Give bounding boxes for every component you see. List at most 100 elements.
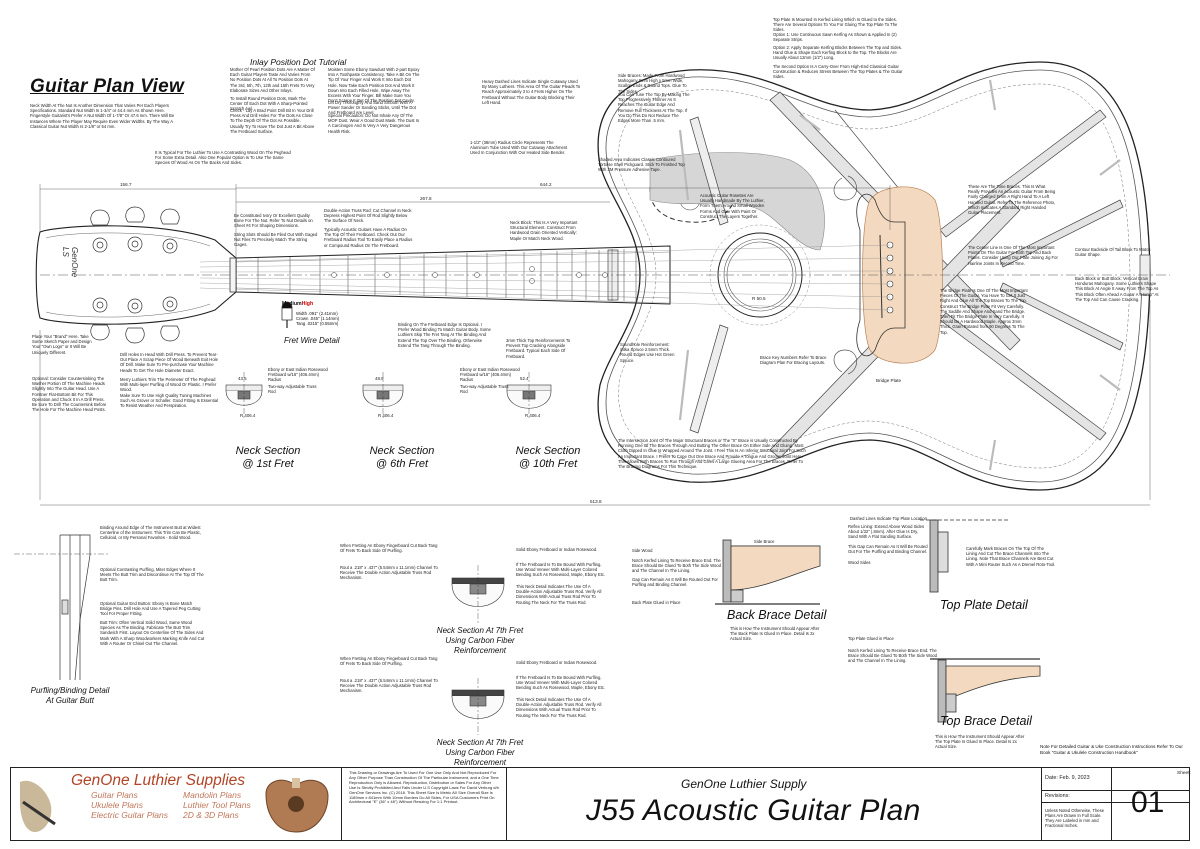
note-headstock-grain: It Is Typical For The Luthier To Use A C…: [155, 150, 291, 166]
note-shaded-area: Shaded Area Indicates Classic Contoured …: [598, 157, 685, 173]
plans-col2: Mandolin Plans Luthier Tool Plans 2D & 3…: [183, 790, 251, 820]
handbook-note: Note For Detailed Guitar & Uke Construct…: [1040, 744, 1183, 755]
note-thin-mm: 3mm Thick Top Reinforcements To Prevent …: [506, 338, 571, 359]
note-purfling-7th: If The Fretboard Is To Be Bound With Pur…: [516, 562, 606, 578]
neck-10th-title: Neck Section @ 10th Fret: [515, 445, 581, 470]
note-guitar-end: Optional Guitar End Button: Ebony Is Bon…: [100, 601, 201, 617]
fret-wire-title: Fret Wire Detail: [284, 336, 340, 345]
note-neck-block: Neck Block: This Is A Very Important Str…: [510, 220, 578, 241]
fret-wire-grade: MediumHigh: [282, 301, 313, 307]
fret-spec-crown: Crown .045" (1.14mm): [296, 316, 340, 321]
note-glue: Moisten Some Ebony Sawdust With 2-part E…: [328, 67, 420, 104]
note-merry-luthiers: Merry Luthiers Trim The Perimeter Of The…: [120, 377, 217, 393]
headstock: [35, 225, 237, 325]
note-truss-1: Two-way Adjustable Truss Rod: [268, 384, 317, 395]
note-purfling-7th-b: If The Fretboard Is To Be Bound With Pur…: [516, 675, 606, 691]
note-rosettes: Acoustic Guitar Rosettes Are Usually Han…: [700, 193, 765, 219]
note-string-slots: String Slots Should Be Filed Out With Ga…: [234, 232, 318, 248]
dim-radius-10th: R 406.4: [525, 413, 541, 418]
plans-electric: Electric Guitar Plans: [91, 810, 168, 820]
plan-name: J55 Acoustic Guitar Plan: [586, 794, 921, 827]
grade-medium: Medium: [282, 301, 302, 307]
note-special-precaution: Special Precaution: Do Not Inhale Any Of…: [328, 113, 420, 134]
note-turn-top: You Can Tune The Top By Making The Top P…: [618, 92, 690, 124]
neck-section-7th-a: [451, 565, 505, 625]
note-top-option1: Option 1: Use Continuous Sawn Kerfing As…: [773, 32, 897, 43]
note-back-plate-glued: Back Plate Glued in Place: [632, 600, 681, 605]
brand-logo-art: [20, 780, 56, 832]
bridge-plate-label: Bridge Plate: [876, 378, 902, 383]
dim-width-1st: 43.5: [238, 376, 247, 381]
note-solid-ebony-b: Solid Ebony Fretboard or Indian Rosewood…: [516, 660, 598, 665]
note-top-appear: This is How The Instrument Should Appear…: [935, 734, 1025, 750]
fret-spec-width: Width .091" (2.41mm): [296, 311, 338, 316]
note-ebony-2: Ebony or East Indian Rosewood Fretboard …: [460, 367, 520, 383]
purfling-title: Purfling/Binding Detail At Guitar Butt: [30, 686, 110, 705]
plans-guitar: Guitar Plans: [91, 790, 138, 800]
dim-scale: 644.2: [540, 182, 552, 187]
neck-section-1st: [225, 372, 263, 420]
note-fretboard-7th-b: When Fretting An Ebony Fingerboard Cut B…: [340, 656, 438, 667]
legal-notice: This Drawing or Drawings Are To Used For…: [349, 770, 499, 805]
neck-1st-title: Neck Section @ 1st Fret: [235, 445, 301, 470]
note-router-channel: Rout a .218" x .437" (5.54mm x 11.1mm) C…: [340, 565, 438, 581]
headstock-logo: GenOne LS: [61, 247, 79, 278]
note-place-brand: Place Your "Brand" Here. Take Some Sketc…: [32, 334, 92, 355]
note-tuning-machines: Make Sure To Use High Quality Tuning Mac…: [120, 393, 218, 409]
note-radius-circle: 1-1/2" (38mm) Radius Circle Represents T…: [470, 140, 568, 156]
supply-name: GenOne Luthier Supply: [681, 777, 807, 791]
note-bone-nut: Be Constituted Ivory Or Excellent Qualit…: [234, 213, 313, 229]
inlay-tutorial-title: Inlay Position Dot Tutorial: [250, 57, 347, 67]
neck-section-6th: [362, 372, 404, 420]
product-photo: [265, 778, 329, 833]
note-fret-radius: Typically Acoustic Guitars Have A Radius…: [324, 227, 413, 248]
note-router-channel-b: Rout a .218" x .437" (5.54mm x 11.1mm) C…: [340, 678, 438, 694]
note-notch-kerfed: Notch Kerfed Lining To Receive Brace End…: [632, 558, 721, 574]
top-brace-title: Top Brace Detail: [940, 714, 1032, 728]
note-x-brace: The Intersection Joint Of The Major Stru…: [618, 438, 806, 470]
sheet-label: Sheet:: [1177, 771, 1191, 776]
note-install-dots: To Install Round Position Dots, Mark The…: [230, 96, 308, 112]
note-top-plate-glued: Top Plate Glued in Place: [848, 636, 894, 641]
note-tone-braces: These Are The Tone Braces. This Is What …: [968, 184, 1056, 216]
note-tail-block: Contour Backside Of Tail Block To Match …: [1075, 247, 1151, 258]
note-binding-fretboard: Binding On The Fretboard Edge Is Optiona…: [398, 322, 491, 348]
note-reflex-lining: Reflex Lining: Extend Above Wood Sides A…: [848, 524, 925, 540]
neck-section-7th-b: [451, 678, 505, 735]
revisions-label: Revisions:: [1045, 793, 1070, 799]
note-fretboard-7th: When Fretting An Ebony Fingerboard Cut B…: [340, 543, 438, 554]
note-dashed-lines: Dashed Lines Indicate Top Plate Location: [850, 516, 927, 521]
plan-date: Date: Feb. 9, 2023: [1045, 775, 1090, 781]
dim-radius-1st: R 406.4: [240, 413, 256, 418]
neck-7th-a-title: Neck Section At 7th Fret Using Carbon Fi…: [436, 626, 524, 655]
note-solid-ebony: Solid Ebony Fretboard or Indian Rosewood…: [516, 547, 598, 552]
plans-luthier-tool: Luthier Tool Plans: [183, 800, 251, 810]
back-brace-detail: [715, 539, 821, 605]
dim-width-10th: 52.4: [520, 376, 529, 381]
note-mother-of-pearl: Mother Of Pearl Position Dots Are A Matt…: [230, 67, 315, 93]
note-brace-key: Brace Key Numbers Refer To Brace Diagram…: [760, 355, 827, 366]
note-drill-bit: Check - Lay A Brad Point Drill Bit In Yo…: [230, 108, 315, 134]
dim-width-6th: 48.8: [375, 376, 384, 381]
note-instrument-appear: This is How The Instrument Should Appear…: [730, 626, 820, 642]
note-butt-trim: Butt Trim: Often Vertical Solid Wood, Sa…: [100, 620, 205, 646]
note-gap-remain: Gap Can Remain As It Will Be Routed Out …: [632, 577, 718, 588]
neck-6th-title: Neck Section @ 6th Fret: [369, 445, 435, 470]
neck-7th-b-title: Neck Section At 7th Fret Using Carbon Fi…: [436, 738, 524, 767]
plans-ukulele: Ukulele Plans: [91, 800, 143, 810]
grade-high: High: [301, 301, 314, 307]
note-notch-kerfed-top: Notch Kerfed Lining To Receive Brace End…: [848, 648, 937, 664]
top-plate-detail: [920, 519, 1010, 593]
note-soundhole-reinforcement: Soundhole Reinforcement: Sitka Spruce 2.…: [620, 342, 675, 363]
page-title: Guitar Plan View: [30, 76, 185, 97]
note-drill-holes: Drill Holes In Head With Drill Press. To…: [120, 352, 218, 373]
note-neck-detail: This Neck Detail Indicates The Use Of A …: [516, 584, 602, 605]
note-let-dry: Let Dry Thoroughly And Sand Smooth With …: [328, 100, 416, 116]
note-center-line: The Center Line Is One Of The Most Impor…: [968, 245, 1058, 266]
fret-spec-tang: Tang .0215" (0.55mm): [296, 321, 339, 326]
note-bridge-plate: The Bridge Plate Is One Of The Most Impo…: [940, 288, 1028, 335]
brand-name: GenOne Luthier Supplies: [71, 772, 246, 789]
dim-soundhole-radius: R 50.5: [752, 296, 766, 301]
